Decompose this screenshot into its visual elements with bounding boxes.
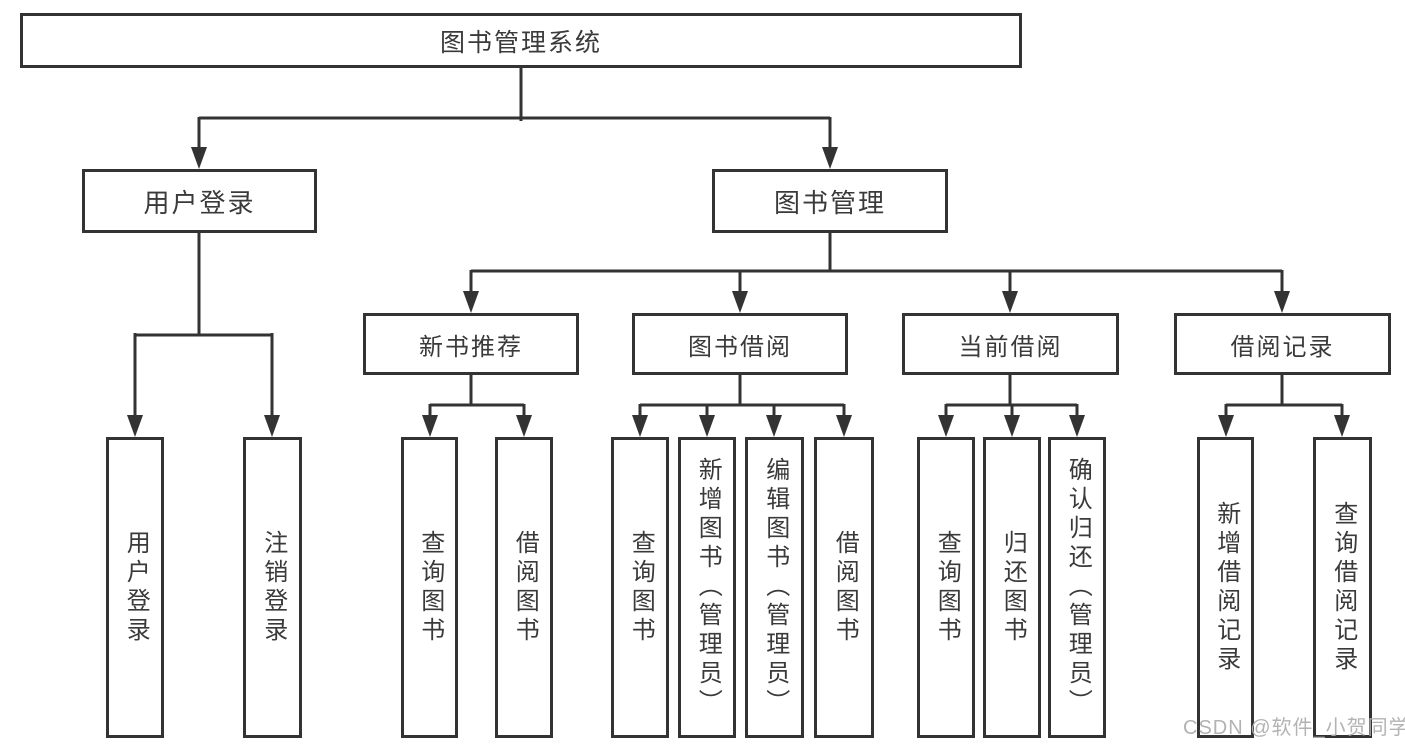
leaf-borrow-edit-books-admin: 编辑图书（管理员）: [745, 437, 804, 738]
leaf-current-return-books: 归还图书: [983, 437, 1041, 738]
leaf-borrow-query-books-label: 查询图书: [627, 529, 655, 646]
node-new-book-recommend: 新书推荐: [363, 313, 579, 375]
leaf-records-query-record-label: 查询借阅记录: [1329, 500, 1357, 675]
node-book-borrowing: 图书借阅: [632, 313, 848, 375]
leaf-borrow-borrow-books-label: 借阅图书: [831, 529, 859, 646]
csdn-watermark: CSDN @软件_小贺同学: [1183, 717, 1405, 739]
leaf-borrow-add-books-admin-label: 新增图书（管理员）: [694, 457, 722, 718]
node-current-borrowing: 当前借阅: [902, 313, 1119, 375]
leaf-recommend-query-books: 查询图书: [401, 437, 458, 738]
leaf-recommend-borrow-books-label: 借阅图书: [511, 529, 539, 646]
leaf-recommend-borrow-books: 借阅图书: [495, 437, 553, 738]
node-user-login: 用户登录: [82, 169, 317, 233]
arrowheads: [127, 147, 1350, 437]
leaf-records-add-record: 新增借阅记录: [1197, 437, 1254, 738]
leaf-current-confirm-return-admin: 确认归还（管理员）: [1048, 437, 1106, 738]
tree-edges: [133, 68, 1344, 417]
leaf-borrow-query-books: 查询图书: [611, 437, 669, 738]
node-book-management: 图书管理: [712, 169, 948, 233]
node-borrowing-records: 借阅记录: [1174, 313, 1391, 375]
leaf-current-query-books: 查询图书: [917, 437, 975, 738]
leaf-user-login: 用户登录: [106, 437, 164, 738]
leaf-recommend-query-books-label: 查询图书: [416, 529, 444, 646]
leaf-borrow-add-books-admin: 新增图书（管理员）: [678, 437, 736, 738]
leaf-logout-label: 注销登录: [259, 529, 287, 646]
leaf-borrow-borrow-books: 借阅图书: [814, 437, 874, 738]
node-library-system: 图书管理系统: [20, 13, 1022, 68]
leaf-current-confirm-return-admin-label: 确认归还（管理员）: [1064, 457, 1092, 718]
leaf-current-query-books-label: 查询图书: [933, 529, 961, 646]
leaf-borrow-edit-books-admin-label: 编辑图书（管理员）: [761, 457, 789, 718]
leaf-records-query-record: 查询借阅记录: [1313, 437, 1372, 738]
leaf-user-login-label: 用户登录: [122, 529, 150, 646]
leaf-records-add-record-label: 新增借阅记录: [1212, 500, 1240, 675]
leaf-logout: 注销登录: [243, 437, 302, 738]
leaf-current-return-books-label: 归还图书: [999, 529, 1027, 646]
